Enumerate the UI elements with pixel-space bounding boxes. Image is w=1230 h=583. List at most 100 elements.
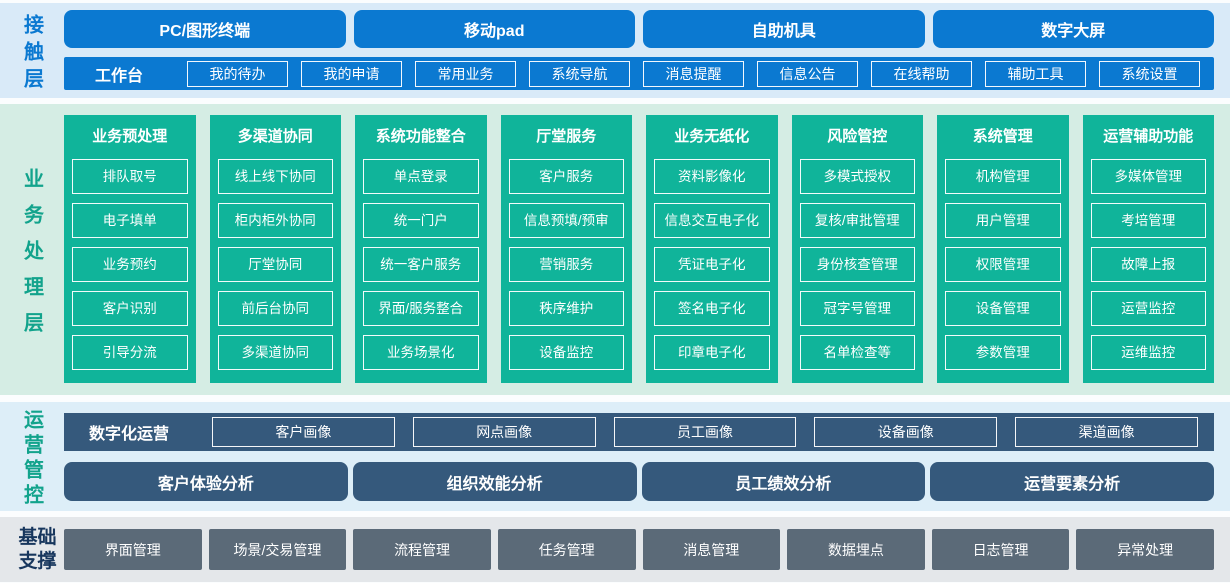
workbench-item: 辅助工具 [985, 60, 1086, 87]
digital-operations-label: 数字化运营 [88, 426, 169, 443]
business-item: 签名电子化 [654, 291, 770, 326]
terminal-row: PC/图形终端 移动pad 自助机具 数字大屏 [64, 10, 1214, 48]
business-item: 业务预约 [72, 247, 188, 282]
business-item: 凭证电子化 [654, 247, 770, 282]
business-column: 业务预处理 排队取号 电子填单 业务预约 客户识别 引导分流 [64, 115, 196, 383]
business-column: 多渠道协同 线上线下协同 柜内柜外协同 厅堂协同 前后台协同 多渠道协同 [209, 115, 341, 383]
digital-operations-bar: 数字化运营 客户画像 网点画像 员工画像 设备画像 渠道画像 [64, 413, 1214, 451]
business-column-title: 风险管控 [827, 128, 888, 145]
layer-operations-content: 数字化运营 客户画像 网点画像 员工画像 设备画像 渠道画像 客户体验分析 组织… [64, 402, 1230, 511]
business-column: 风险管控 多模式授权 复核/审批管理 身份核查管理 冠字号管理 名单检查等 [791, 115, 923, 383]
business-column: 运营辅助功能 多媒体管理 考培管理 故障上报 运营监控 运维监控 [1082, 115, 1214, 383]
business-item: 运营监控 [1090, 291, 1206, 326]
workbench-item: 我的申请 [301, 60, 402, 87]
workbench-item: 系统设置 [1099, 60, 1200, 87]
business-item: 名单检查等 [799, 335, 915, 370]
foundation-item: 日志管理 [931, 529, 1070, 570]
business-item: 设备管理 [945, 291, 1061, 326]
profile-item: 设备画像 [814, 417, 998, 447]
terminal-pc: PC/图形终端 [64, 10, 346, 48]
business-column: 厅堂服务 客户服务 信息预填/预审 营销服务 秩序维护 设备监控 [500, 115, 632, 383]
analysis-box: 运营要素分析 [930, 462, 1214, 501]
business-item: 复核/审批管理 [799, 203, 915, 238]
business-item: 柜内柜外协同 [217, 203, 333, 238]
business-item: 信息预填/预审 [508, 203, 624, 238]
business-column-title: 系统功能整合 [375, 128, 466, 145]
workbench-label: 工作台 [94, 67, 143, 85]
workbench-item: 消息提醒 [643, 60, 744, 87]
workbench-item: 系统导航 [529, 60, 630, 87]
foundation-item: 异常处理 [1076, 529, 1214, 570]
foundation-item: 流程管理 [353, 529, 491, 570]
business-item: 营销服务 [508, 247, 624, 282]
business-item: 机构管理 [945, 159, 1061, 194]
business-column-title: 多渠道协同 [237, 128, 313, 145]
business-item: 秩序维护 [508, 291, 624, 326]
analysis-box: 组织效能分析 [352, 462, 637, 501]
business-column-title: 业务无纸化 [674, 128, 750, 145]
business-item: 多渠道协同 [217, 335, 333, 370]
layer-business-label: 业务处理层 [20, 167, 43, 348]
business-item: 权限管理 [945, 247, 1061, 282]
business-item: 身份核查管理 [799, 247, 915, 282]
business-item: 故障上报 [1090, 247, 1206, 282]
layer-contact-label: 接触层 [20, 13, 43, 95]
layer-business-content: 业务预处理 排队取号 电子填单 业务预约 客户识别 引导分流 多渠道协同 线上线… [64, 104, 1230, 395]
profile-item: 客户画像 [212, 417, 395, 447]
profile-item: 员工画像 [613, 417, 797, 447]
business-item: 前后台协同 [217, 291, 333, 326]
terminal-big-screen: 数字大屏 [932, 10, 1214, 48]
layer-operations: 运营管控 数字化运营 客户画像 网点画像 员工画像 设备画像 渠道画像 客户体验… [0, 402, 1230, 511]
business-item: 用户管理 [945, 203, 1061, 238]
business-column-title: 厅堂服务 [536, 128, 597, 145]
business-item: 冠字号管理 [799, 291, 915, 326]
analysis-row: 客户体验分析 组织效能分析 员工绩效分析 运营要素分析 [64, 462, 1214, 501]
business-item: 统一客户服务 [363, 247, 479, 282]
layer-foundation-label-text: 基础支撑 [18, 526, 57, 572]
business-item: 参数管理 [945, 335, 1061, 370]
business-item: 客户服务 [508, 159, 624, 194]
business-item: 信息交互电子化 [654, 203, 770, 238]
business-column: 系统管理 机构管理 用户管理 权限管理 设备管理 参数管理 [937, 115, 1069, 383]
business-item: 线上线下协同 [217, 159, 333, 194]
business-item: 排队取号 [72, 159, 188, 194]
layer-contact-content: PC/图形终端 移动pad 自助机具 数字大屏 工作台 我的待办 我的申请 常用… [64, 3, 1230, 98]
business-item: 印章电子化 [654, 335, 770, 370]
layer-operations-label: 运营管控 [20, 409, 43, 509]
workbench-item: 我的待办 [187, 60, 288, 87]
business-item: 界面/服务整合 [363, 291, 479, 326]
business-item: 厅堂协同 [217, 247, 333, 282]
profile-item: 网点画像 [412, 417, 596, 447]
workbench-item: 信息公告 [757, 60, 858, 87]
business-item: 引导分流 [72, 335, 188, 370]
layer-business: 业务处理层 业务预处理 排队取号 电子填单 业务预约 客户识别 引导分流 多渠道… [0, 104, 1230, 395]
analysis-box: 客户体验分析 [64, 462, 348, 501]
foundation-item: 场景/交易管理 [208, 529, 347, 570]
business-column: 系统功能整合 单点登录 统一门户 统一客户服务 界面/服务整合 业务场景化 [355, 115, 487, 383]
profile-item: 渠道画像 [1015, 417, 1198, 447]
workbench-item: 在线帮助 [871, 60, 972, 87]
foundation-row: 界面管理 场景/交易管理 流程管理 任务管理 消息管理 数据埋点 日志管理 异常… [64, 529, 1230, 570]
terminal-self-service: 自助机具 [643, 10, 925, 48]
business-item: 客户识别 [72, 291, 188, 326]
analysis-box: 员工绩效分析 [641, 462, 926, 501]
terminal-pad: 移动pad [353, 10, 635, 48]
business-column-title: 运营辅助功能 [1103, 128, 1194, 145]
business-item: 运维监控 [1090, 335, 1206, 370]
foundation-item: 界面管理 [64, 529, 202, 570]
business-item: 资料影像化 [654, 159, 770, 194]
business-item: 单点登录 [363, 159, 479, 194]
business-item: 考培管理 [1090, 203, 1206, 238]
business-column-title: 系统管理 [972, 128, 1033, 145]
workbench-item: 常用业务 [415, 60, 516, 87]
business-item: 电子填单 [72, 203, 188, 238]
foundation-item: 任务管理 [497, 529, 636, 570]
business-item: 多模式授权 [799, 159, 915, 194]
foundation-item: 数据埋点 [787, 529, 925, 570]
business-item: 设备监控 [508, 335, 624, 370]
business-item: 统一门户 [363, 203, 479, 238]
business-column: 业务无纸化 资料影像化 信息交互电子化 凭证电子化 签名电子化 印章电子化 [646, 115, 778, 383]
business-column-title: 业务预处理 [92, 128, 168, 145]
workbench-bar: 工作台 我的待办 我的申请 常用业务 系统导航 消息提醒 信息公告 在线帮助 辅… [64, 57, 1214, 90]
